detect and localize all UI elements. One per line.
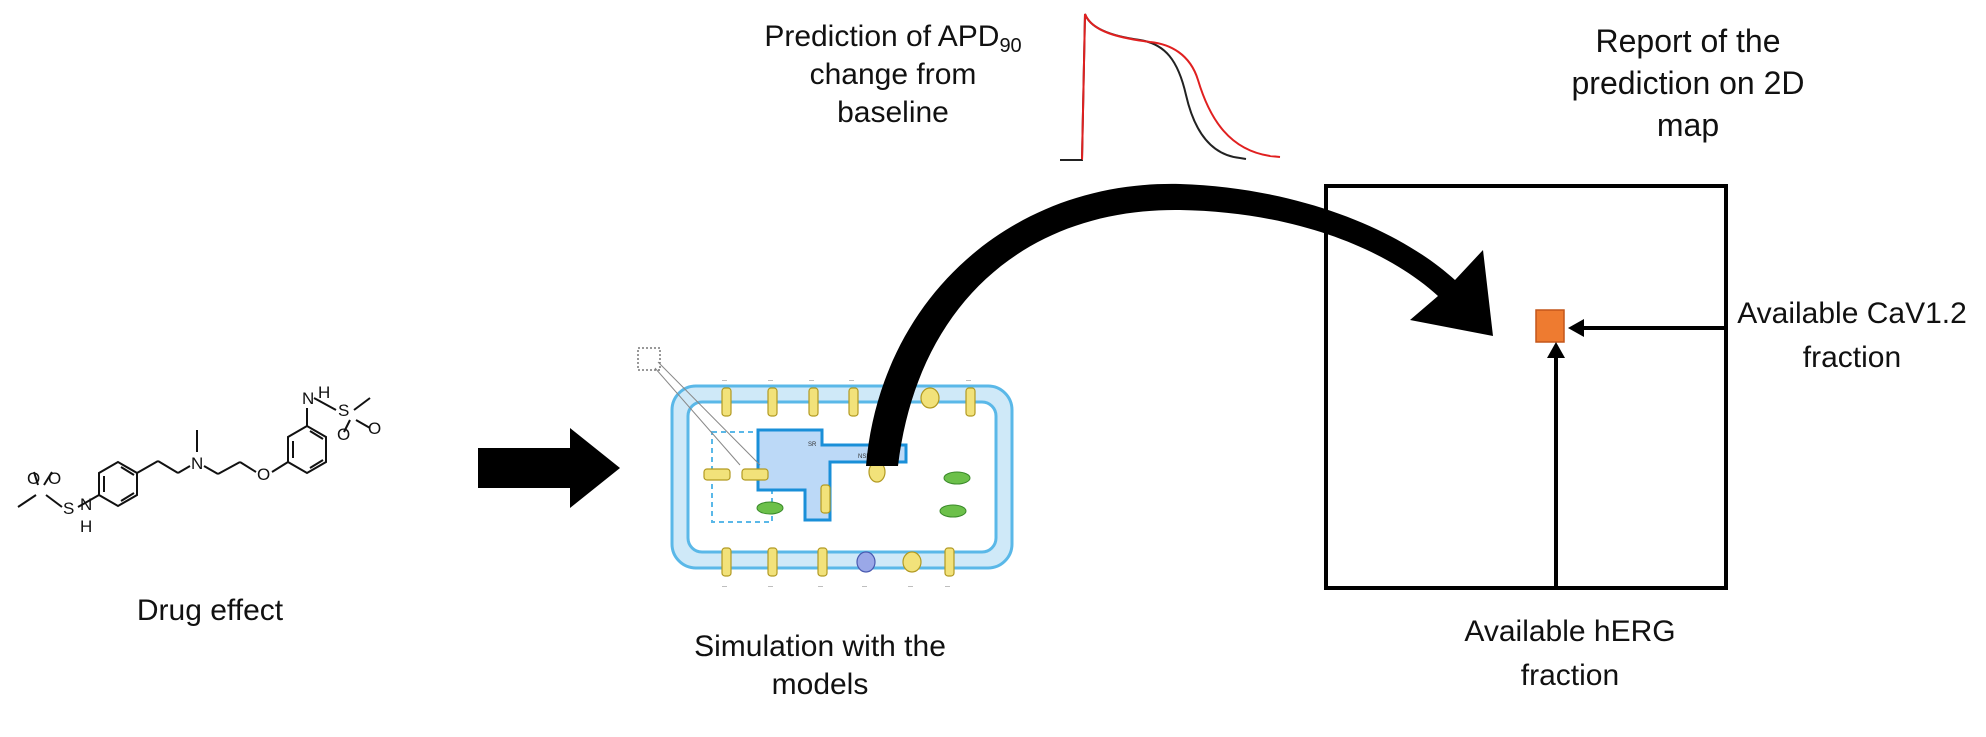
svg-text:O: O	[368, 419, 381, 438]
cav-axis-label: Available CaV1.2 fraction	[1737, 297, 1967, 374]
report-label: Report of the prediction on 2D map	[1571, 23, 1805, 143]
report-map-frame	[1324, 184, 1728, 590]
svg-text:—: —	[849, 378, 854, 384]
svg-text:N: N	[80, 495, 92, 514]
prediction-main-text: Prediction of APD	[764, 20, 1000, 53]
svg-text:O: O	[257, 465, 270, 484]
svg-text:—: —	[908, 584, 913, 590]
svg-text:O: O	[48, 469, 61, 488]
svg-text:—: —	[768, 584, 773, 590]
block-arrow	[478, 428, 620, 508]
baseline-ap-trace	[1060, 13, 1247, 161]
svg-text:N: N	[191, 454, 203, 473]
prediction-rest-text: change from baseline	[809, 58, 977, 129]
drug-ap-trace	[1081, 13, 1281, 161]
simulation-label: Simulation with the models	[694, 630, 946, 701]
sr-label: SR	[808, 442, 817, 448]
svg-text:S: S	[338, 401, 349, 420]
svg-text:—: —	[768, 378, 773, 384]
prediction-marker	[1535, 309, 1565, 343]
svg-text:—: —	[862, 584, 867, 590]
action-potential-plot	[1060, 13, 1281, 161]
svg-text:O: O	[337, 425, 350, 444]
prediction-subscript: 90	[999, 35, 1022, 57]
svg-text:—: —	[722, 378, 727, 384]
svg-text:N: N	[302, 389, 314, 408]
drug-molecule-icon: S O O N H N O N H S O O	[17, 383, 381, 536]
nsr-label: NSR	[858, 454, 871, 460]
svg-text:S: S	[63, 499, 74, 518]
drug-effect-label: Drug effect	[136, 594, 284, 627]
cav-arrow	[1568, 319, 1724, 337]
herg-axis-label: Available hERG fraction	[1464, 615, 1676, 692]
herg-arrow	[1547, 342, 1565, 586]
cell-model-icon: SR NSR	[637, 347, 1014, 590]
svg-text:H: H	[318, 383, 330, 402]
svg-text:—: —	[945, 584, 950, 590]
svg-text:H: H	[80, 517, 92, 536]
svg-text:—: —	[722, 584, 727, 590]
prediction-label: Prediction of APD90 change from baseline	[748, 18, 1038, 132]
svg-text:O: O	[27, 469, 40, 488]
svg-text:—: —	[818, 584, 823, 590]
svg-text:—: —	[809, 378, 814, 384]
svg-text:—: —	[966, 378, 971, 384]
